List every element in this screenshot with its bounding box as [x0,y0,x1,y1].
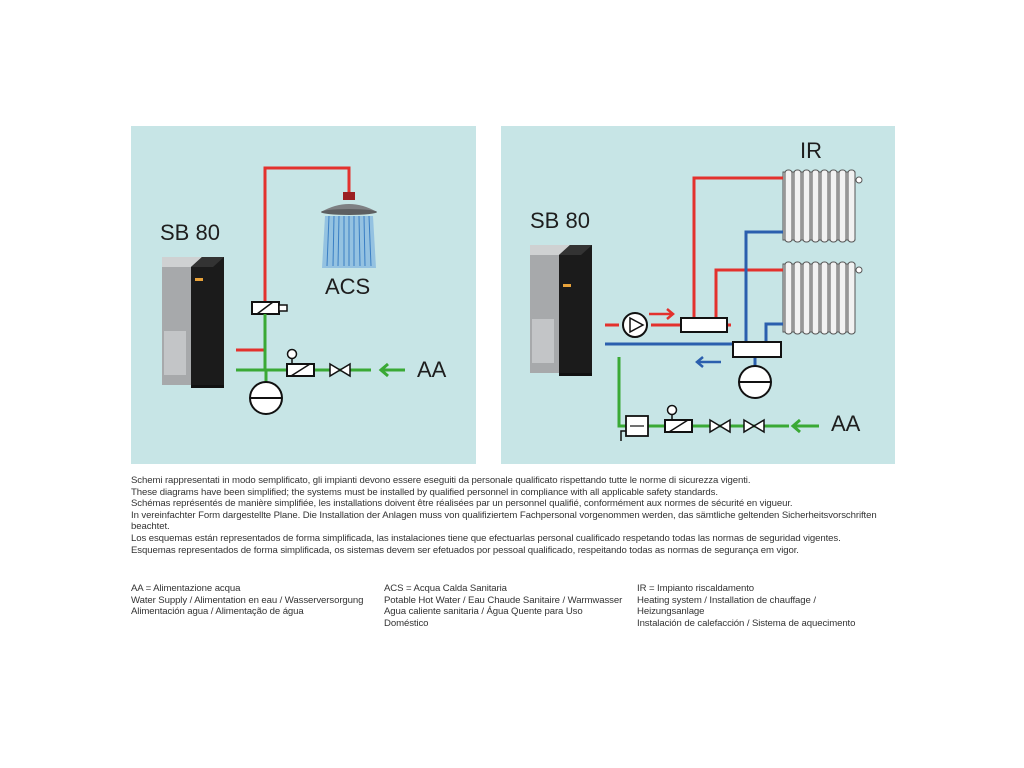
legend-line: IR = Impianto riscaldamento [637,583,755,594]
water-supply-arrow-icon [378,362,405,378]
return-arrow-icon [695,356,721,368]
water-supply-label: AA [417,357,447,382]
flow-arrow-icon [649,308,675,320]
note-pt: Esquemas representados de forma simplifi… [131,544,799,556]
pressure-reducer-icon [286,348,315,377]
cold-water-pipe [617,357,789,428]
legend-line: Instalación de calefacción / Sistema de … [637,617,856,629]
radiator-lower-icon [782,261,863,335]
legend-heating: IR = Impianto riscaldamento Heating syst… [637,583,877,629]
note-es: Los esquemas están representados de form… [131,532,841,544]
note-fr: Schémas représentés de manière simplifié… [131,498,793,510]
legend-line: Alimentación agua / Alimentação de água [131,606,304,618]
shower-icon [321,192,377,268]
shutoff-valve-icon [709,418,731,434]
expansion-vessel-icon [738,365,772,399]
disclaimer-notes: Schemi rappresentati in modo semplificat… [131,475,895,556]
heat-exchanger-icon [251,301,288,315]
note-it: Schemi rappresentati in modo semplificat… [131,475,751,486]
water-supply-arrow-icon [790,418,819,434]
shutoff-valve-icon [329,362,351,378]
note-en: These diagrams have been simplified; the… [131,486,718,498]
heating-schematic: IR SB 80 [530,138,863,441]
shower-label: ACS [325,274,370,299]
hot-water-schematic: SB 80 ACS [160,166,447,415]
legend-hot-water: ACS = Acqua Calda Sanitaria Potable Hot … [384,583,624,629]
legend-line: Heating system / Installation de chauffa… [637,594,816,606]
unit-label: SB 80 [160,220,220,245]
circulation-pump-icon [622,312,648,338]
radiator-upper-icon [782,169,863,243]
note-de: In vereinfachter Form dargestellte Plane… [131,509,877,533]
unit-label: SB 80 [530,208,590,233]
flow-manifold-icon [680,317,728,333]
legend-line: Agua caliente sanitaria / Água Quente pa… [384,606,583,618]
shutoff-valve-icon [743,418,765,434]
diagram-hot-water-panel: SB 80 ACS [131,126,476,464]
pressure-reducer-icon [664,404,693,433]
backflow-preventer-icon [620,415,649,441]
diagram-heating-panel: IR SB 80 [501,126,895,464]
legend-line: Heizungsanlage [637,606,705,618]
heating-return-pipe [605,230,783,366]
return-manifold-icon [732,341,782,358]
boiler-unit-icon [162,257,224,388]
legend-line: Potable Hot Water / Eau Chaude Sanitaire… [384,594,623,606]
legend-line: Water Supply / Alimentation en eau / Was… [131,594,364,606]
legend-water-supply: AA = Alimentazione acqua Water Supply / … [131,583,371,618]
heating-flow-pipe [605,176,783,327]
boiler-unit-icon [530,245,592,376]
legend-line: Doméstico [384,617,429,629]
water-supply-label: AA [831,411,861,436]
legend-line: ACS = Acqua Calda Sanitaria [384,583,507,594]
radiator-label: IR [800,138,822,163]
expansion-vessel-icon [249,381,283,415]
legend-line: AA = Alimentazione acqua [131,583,241,594]
